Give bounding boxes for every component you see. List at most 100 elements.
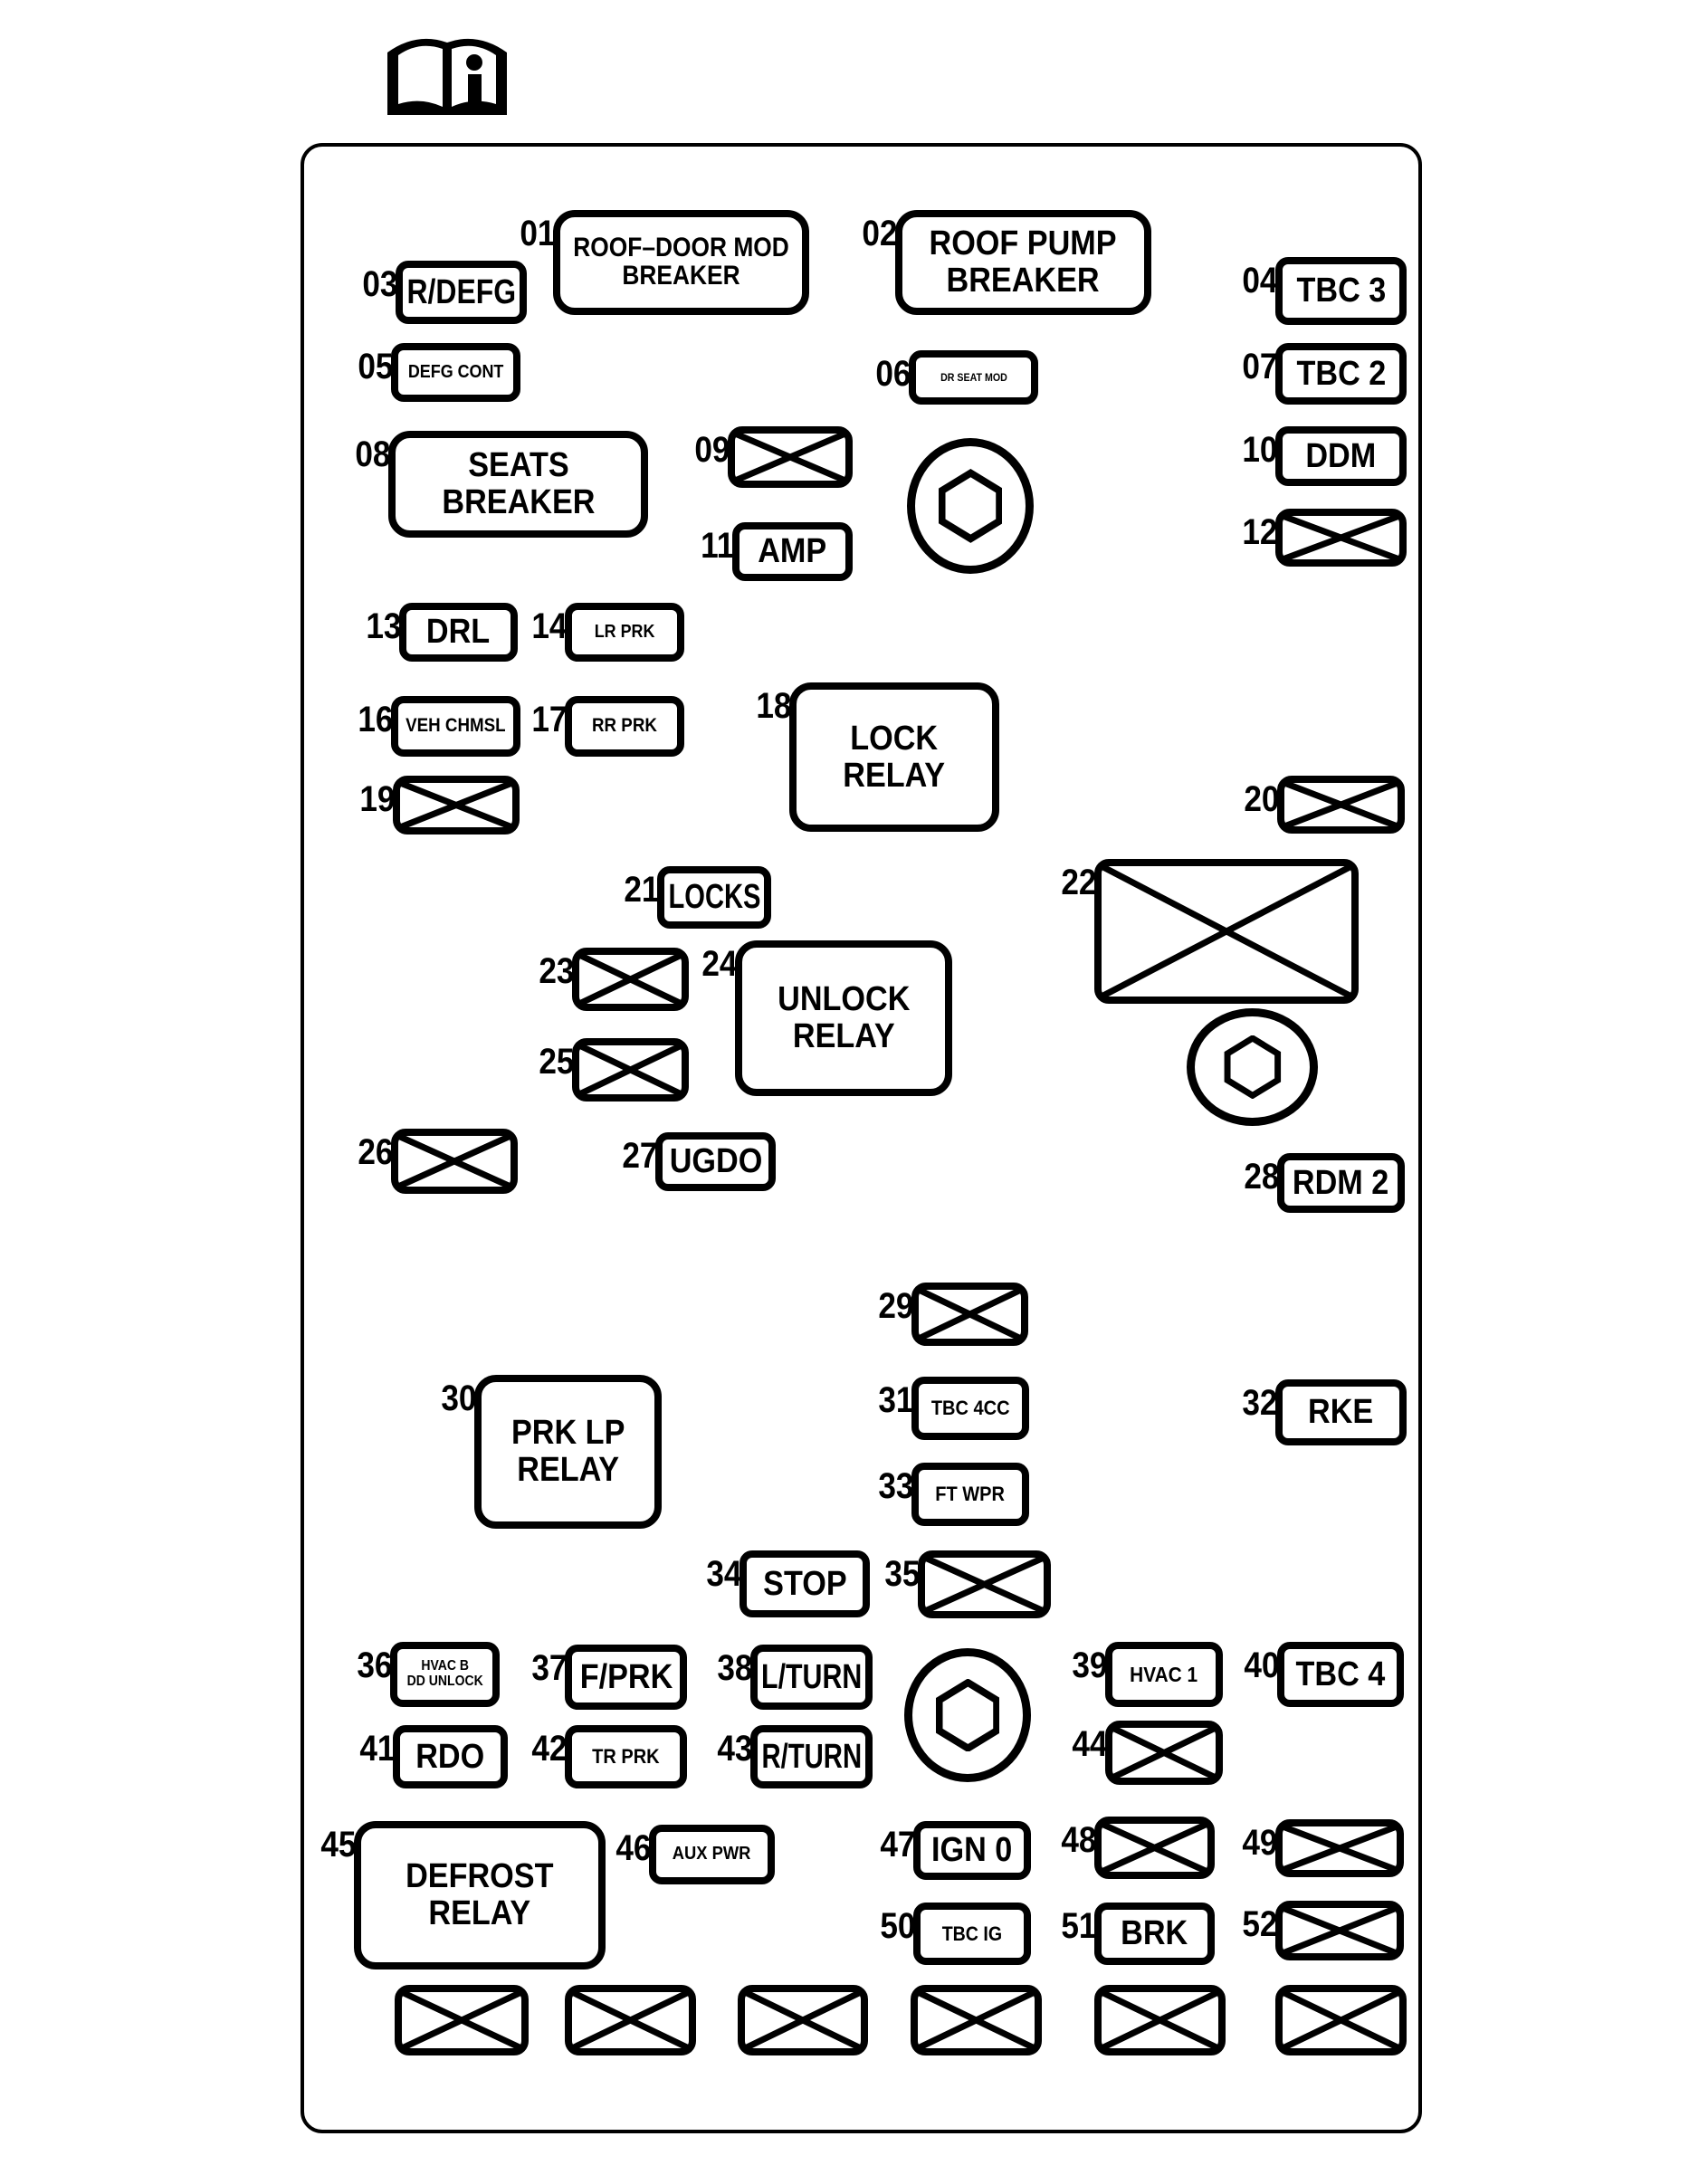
bolt-hex-icon — [1224, 1035, 1281, 1099]
fuse-number-label: 32 — [1241, 1383, 1277, 1423]
empty-fuse-cross-icon — [1283, 1992, 1399, 2048]
mounting-bolt — [904, 1648, 1031, 1782]
fuse-number-label: 19 — [358, 779, 395, 819]
fuse-20-spare: 20 — [1244, 776, 1405, 834]
fuse-spare — [565, 1985, 696, 2055]
fuse-label: UNLOCK RELAY — [777, 980, 911, 1055]
empty-fuse-cross-icon — [918, 1992, 1035, 2048]
fuse-19-spare: 19 — [359, 776, 520, 835]
fuse-label: TBC 4 — [1295, 1655, 1386, 1693]
fuse-29-spare: 29 — [878, 1283, 1028, 1346]
fuse-52-spare: 52 — [1242, 1901, 1404, 1960]
fuse-number-label: 27 — [621, 1136, 657, 1176]
fuse-spare — [1094, 1985, 1226, 2055]
fuse-number-label: 50 — [879, 1906, 915, 1946]
book-info-icon — [387, 38, 507, 115]
fuse-number-label: 45 — [320, 1825, 356, 1865]
fuse-label: DRL — [426, 613, 491, 652]
empty-fuse-cross-icon — [579, 1045, 682, 1094]
fuse-label: SEATS BREAKER — [441, 446, 596, 521]
fuse-label: RR PRK — [592, 715, 657, 737]
fuse-number-label: 04 — [1241, 261, 1277, 300]
fuse-label: DDM — [1305, 436, 1377, 475]
fuse-number-label: 03 — [361, 264, 397, 304]
fuse-label: TBC 2 — [1296, 354, 1386, 393]
fuse-23-spare: 23 — [539, 948, 689, 1011]
empty-fuse-cross-icon — [925, 1558, 1044, 1611]
fuse-spare — [395, 1985, 529, 2055]
fuse-number-label: 51 — [1060, 1906, 1096, 1946]
fuse-label: ROOF–DOOR MOD BREAKER — [573, 233, 789, 291]
fuse-44-spare: 44 — [1072, 1721, 1223, 1785]
empty-fuse-cross-icon — [1283, 1908, 1397, 1953]
fuse-number-label: 52 — [1241, 1904, 1277, 1944]
fuse-number-label: 07 — [1241, 347, 1277, 386]
fuse-number-label: 02 — [861, 214, 897, 253]
bolt-hex-icon — [938, 469, 1003, 543]
fuse-label: HVAC 1 — [1130, 1662, 1198, 1686]
fuse-number-label: 10 — [1241, 430, 1277, 470]
fuse-number-label: 01 — [519, 214, 555, 253]
fuse-31-tbc-4cc: 31 TBC 4CC — [878, 1377, 1029, 1440]
fuse-label: LOCK RELAY — [843, 719, 946, 795]
fuse-number-label: 30 — [440, 1378, 476, 1418]
fuse-number-label: 41 — [358, 1729, 395, 1769]
fuse-48-spare: 48 — [1061, 1817, 1215, 1879]
fuse-label: TBC 4CC — [930, 1397, 1010, 1420]
fuse-number-label: 06 — [874, 354, 911, 394]
fuse-10-ddm: 10 DDM — [1242, 426, 1407, 486]
fuse-number-label: 23 — [538, 951, 574, 991]
fuse-number-label: 26 — [357, 1132, 393, 1172]
fuse-label: PRK LP RELAY — [510, 1414, 625, 1489]
fuse-label: AUX PWR — [673, 1844, 751, 1865]
fuse-label: DEFG CONT — [407, 361, 504, 382]
mounting-bolt — [907, 438, 1034, 574]
fuse-label: TR PRK — [592, 1745, 660, 1769]
empty-fuse-cross-icon — [1102, 1992, 1218, 2048]
fuse-40-tbc-4: 40 TBC 4 — [1244, 1642, 1404, 1707]
fuse-number-label: 31 — [877, 1380, 913, 1420]
fuse-spare — [1275, 1985, 1407, 2055]
fuse-label: DEFROST RELAY — [406, 1857, 554, 1932]
fuse-number-label: 16 — [357, 700, 393, 739]
bolt-hex-icon — [935, 1678, 1000, 1752]
fuse-label: LOCKS — [668, 878, 760, 917]
empty-fuse-cross-icon — [1112, 1728, 1216, 1778]
fuse-number-label: 37 — [530, 1648, 567, 1688]
fuse-label: STOP — [762, 1564, 847, 1603]
mounting-bolt — [1187, 1008, 1318, 1126]
fuse-label: LR PRK — [594, 621, 655, 642]
fuse-26-spare: 26 — [358, 1129, 518, 1194]
fuse-25-spare: 25 — [539, 1038, 689, 1102]
relay-08-seats-breaker: 08 SEATS BREAKER — [355, 431, 648, 538]
fuse-number-label: 18 — [755, 686, 791, 726]
empty-fuse-cross-icon — [1102, 866, 1351, 997]
empty-fuse-cross-icon — [400, 783, 512, 827]
empty-fuse-cross-icon — [398, 1136, 510, 1187]
fuse-number-label: 08 — [354, 434, 390, 474]
fuse-label: R/TURN — [761, 1737, 862, 1776]
fuse-label: DR SEAT MOD — [940, 370, 1007, 384]
fuse-number-label: 40 — [1243, 1645, 1279, 1685]
fuse-number-label: 44 — [1071, 1724, 1107, 1764]
fuse-label: AMP — [758, 532, 827, 571]
fuse-number-label: 38 — [716, 1648, 752, 1688]
